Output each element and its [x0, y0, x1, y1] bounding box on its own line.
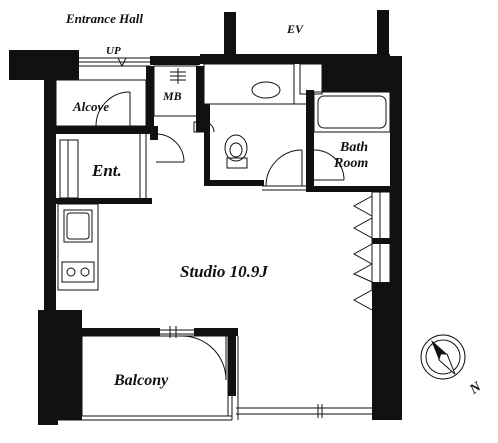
alcove-label: Alcove: [72, 99, 109, 114]
wall-top-mid: [150, 56, 200, 65]
entrance-hall-label: Entrance Hall: [65, 11, 143, 26]
ent-wall-top: [56, 126, 156, 134]
ev-label: EV: [286, 22, 304, 36]
toilet-tank-icon: [226, 157, 248, 169]
north-compass-icon: [420, 334, 466, 380]
wall-top-right: [200, 54, 390, 64]
ev-wall-left: [224, 12, 236, 54]
wall-right-upper: [322, 64, 390, 92]
balcony-label: Balcony: [113, 372, 169, 389]
stove-icon: [61, 261, 95, 283]
ev-wall-right: [377, 10, 389, 56]
ent-label: Ent.: [91, 161, 122, 180]
sink-icon: [63, 209, 93, 243]
mb-wall: [146, 66, 154, 126]
mb-label: MB: [162, 89, 182, 103]
wall-left-upper: [44, 80, 56, 200]
north-label: N: [466, 379, 484, 398]
bath-label-line1: Bath: [339, 140, 368, 155]
washbasin-icon: [251, 81, 281, 99]
wall-top-left-block: [9, 50, 79, 80]
toilet-icon: [224, 134, 248, 162]
wall-right-main: [390, 56, 402, 356]
studio-label: Studio 10.9J: [180, 262, 268, 281]
wall-right-column: [372, 290, 402, 420]
up-label: UP: [106, 45, 121, 57]
bathtub-icon: [313, 91, 391, 133]
bath-label-line2: Room: [333, 156, 368, 171]
wall-balcony-left: [38, 335, 58, 425]
wall-left-mid: [44, 200, 56, 330]
